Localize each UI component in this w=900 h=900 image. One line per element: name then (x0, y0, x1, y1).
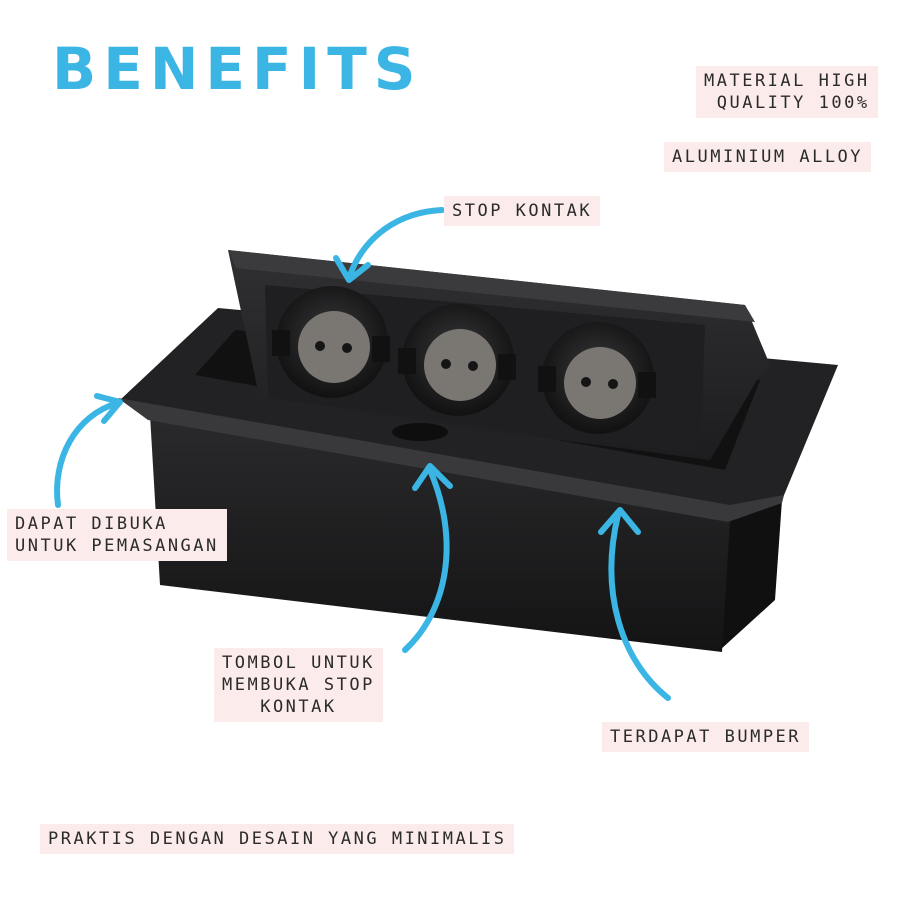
label-tombol: TOMBOL UNTUK MEMBUKA STOP KONTAK (214, 648, 383, 722)
arrow-bumper-icon (598, 507, 671, 701)
benefits-title: BENEFITS (52, 35, 423, 103)
arrow-dapat-dibuka-icon (54, 393, 123, 508)
arrow-tombol-icon (402, 463, 453, 653)
label-tombol-line-2: MEMBUKA STOP (222, 675, 375, 695)
socket-2 (398, 304, 516, 416)
label-stop-kontak: STOP KONTAK (444, 196, 601, 226)
push-button (392, 423, 448, 441)
label-aluminium-alloy: ALUMINIUM ALLOY (664, 142, 872, 172)
label-material-quality: MATERIAL HIGH QUALITY 100% (696, 66, 878, 118)
label-dapat-dibuka-line-1: DAPAT DIBUKA (15, 514, 168, 534)
label-material-line-1: MATERIAL HIGH (704, 71, 870, 91)
arrow-stop-kontak-icon (333, 207, 445, 283)
label-tombol-line-3: KONTAK (260, 697, 337, 717)
label-dapat-dibuka: DAPAT DIBUKA UNTUK PEMASANGAN (7, 509, 227, 561)
socket-3 (538, 322, 656, 434)
socket-1 (272, 286, 390, 398)
label-tombol-line-1: TOMBOL UNTUK (222, 653, 375, 673)
label-dapat-dibuka-line-2: UNTUK PEMASANGAN (15, 536, 219, 556)
label-material-line-2: QUALITY 100% (716, 93, 870, 113)
label-praktis: PRAKTIS DENGAN DESAIN YANG MINIMALIS (40, 824, 515, 854)
label-terdapat-bumper: TERDAPAT BUMPER (602, 722, 810, 752)
